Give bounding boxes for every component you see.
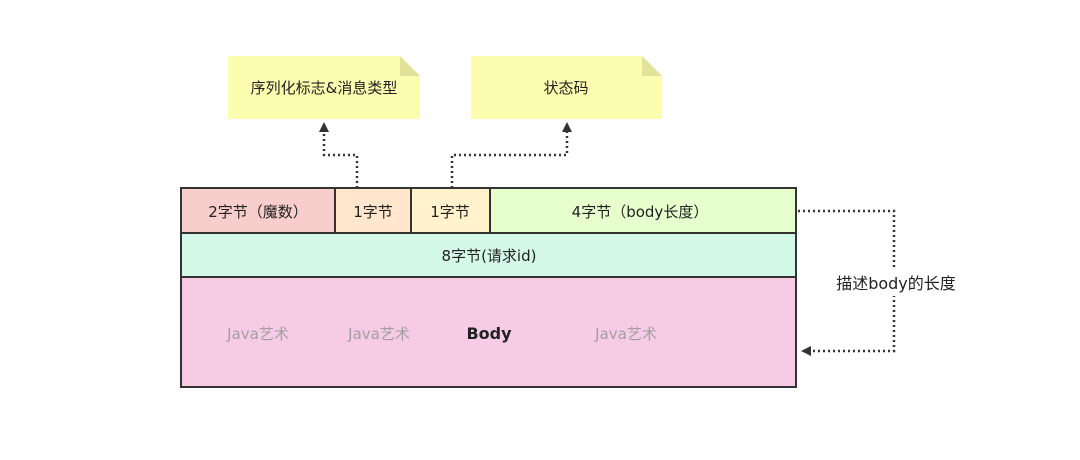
note-serialization-label: 序列化标志&消息类型 xyxy=(251,79,398,97)
note-serialization-shape xyxy=(228,56,420,119)
body-watermark: Java艺术 xyxy=(347,325,410,343)
note-status-label: 状态码 xyxy=(543,79,588,97)
body-watermark: Java艺术 xyxy=(226,325,289,343)
body-label: Body xyxy=(466,324,512,343)
header-row: 2字节（魔数） 1字节 1字节 4字节（body长度） xyxy=(180,187,797,234)
note-serialization-fold xyxy=(400,56,420,76)
cell-request-id-label: 8字节(请求id) xyxy=(442,247,537,265)
cell-body-length xyxy=(489,187,797,234)
cell-status-label: 1字节 xyxy=(430,203,470,221)
body-row: Java艺术 Java艺术 Body Java艺术 xyxy=(180,276,797,388)
body-watermark: Java艺术 xyxy=(594,325,657,343)
cell-magic-label: 2字节（魔数） xyxy=(208,203,308,221)
cell-status xyxy=(410,187,491,234)
cell-body-length-label: 4字节（body长度） xyxy=(572,203,709,221)
arrow-serialization-to-note xyxy=(319,122,359,188)
note-status-shape xyxy=(471,56,662,119)
note-status-fold xyxy=(642,56,662,76)
note-status: 状态码 xyxy=(471,56,662,119)
cell-magic xyxy=(180,187,336,234)
note-serialization: 序列化标志&消息类型 xyxy=(228,56,420,119)
length-annotation-background xyxy=(826,270,966,296)
cell-serialization-label: 1字节 xyxy=(353,203,393,221)
request-id-row: 8字节(请求id) xyxy=(180,232,797,278)
cell-body xyxy=(180,276,797,388)
arrow-status-to-note xyxy=(450,122,572,188)
length-annotation-label: 描述body的长度 xyxy=(836,274,956,293)
